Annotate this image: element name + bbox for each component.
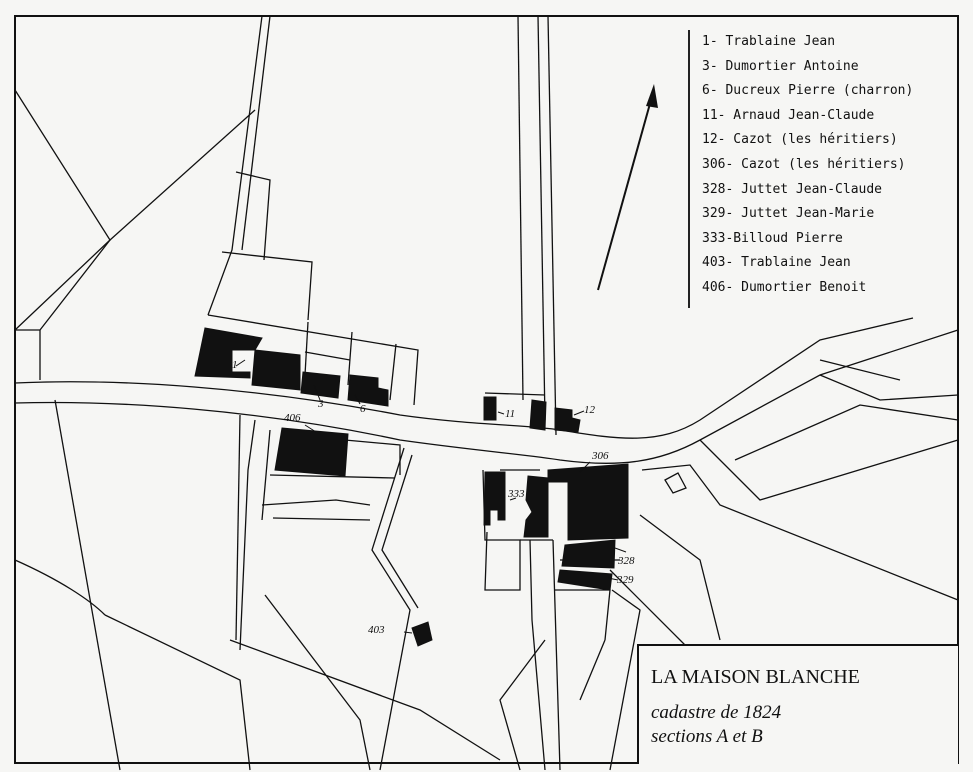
parcel-328-fill	[561, 539, 616, 569]
north-arrow-icon	[597, 84, 658, 291]
legend-entry: 3- Dumortier Antoine	[702, 58, 859, 74]
legend-entry: 406- Dumortier Benoit	[702, 279, 867, 295]
parcel-6-fill	[347, 374, 389, 407]
parcel-label-6: 6	[360, 403, 366, 415]
parcel-11-fill	[483, 396, 497, 421]
map-title-cartouche: LA MAISON BLANCHE cadastre de 1824 secti…	[637, 644, 958, 764]
parcel-boundaries	[14, 15, 959, 771]
parcel-306-fill	[547, 463, 629, 541]
legend-entry: 333-Billoud Pierre	[702, 230, 843, 246]
parcel-11b-fill	[529, 399, 547, 431]
parcel-label-12: 12	[584, 404, 595, 416]
parcel-12-fill	[554, 407, 581, 433]
parcel-label-333: 333	[508, 488, 525, 500]
map-sections: sections A et B	[651, 726, 763, 747]
parcel-406-fill	[274, 427, 349, 477]
parcel-403-fill	[411, 621, 433, 647]
owners-legend: 1- Trablaine Jean 3- Dumortier Antoine 6…	[688, 30, 958, 308]
legend-entry: 12- Cazot (les héritiers)	[702, 132, 898, 148]
parcel-333b-fill	[523, 475, 549, 538]
legend-entry: 403- Trablaine Jean	[702, 255, 851, 271]
parcel-label-329: 329	[617, 574, 634, 586]
legend-entry: 306- Cazot (les héritiers)	[702, 156, 906, 172]
parcel-label-11: 11	[505, 408, 516, 420]
parcel-label-306: 306	[592, 450, 609, 462]
parcel-1b-fill	[251, 349, 301, 391]
parcel-333-fill	[483, 471, 506, 526]
parcel-label-406: 406	[284, 412, 301, 424]
legend-entry: 11- Arnaud Jean-Claude	[702, 107, 875, 123]
parcel-label-3: 3	[318, 398, 324, 410]
legend-entry: 1- Trablaine Jean	[702, 34, 836, 49]
legend-entry: 329- Juttet Jean-Marie	[702, 206, 875, 222]
parcel-329-fill	[557, 569, 613, 591]
parcel-label-403: 403	[368, 624, 385, 636]
map-title: LA MAISON BLANCHE	[651, 666, 860, 688]
parcel-label-1: 1	[232, 359, 238, 371]
map-subtitle: cadastre de 1824	[651, 702, 782, 723]
owned-parcels	[194, 327, 629, 647]
label-leaders	[235, 359, 627, 634]
parcel-1-fill	[194, 327, 263, 379]
legend-entry: 328- Juttet Jean-Claude	[702, 181, 883, 197]
legend-entry: 6- Ducreux Pierre (charron)	[702, 83, 914, 99]
parcel-label-328: 328	[618, 555, 635, 567]
map-frame	[14, 15, 959, 764]
parcel-3-fill	[300, 371, 341, 399]
